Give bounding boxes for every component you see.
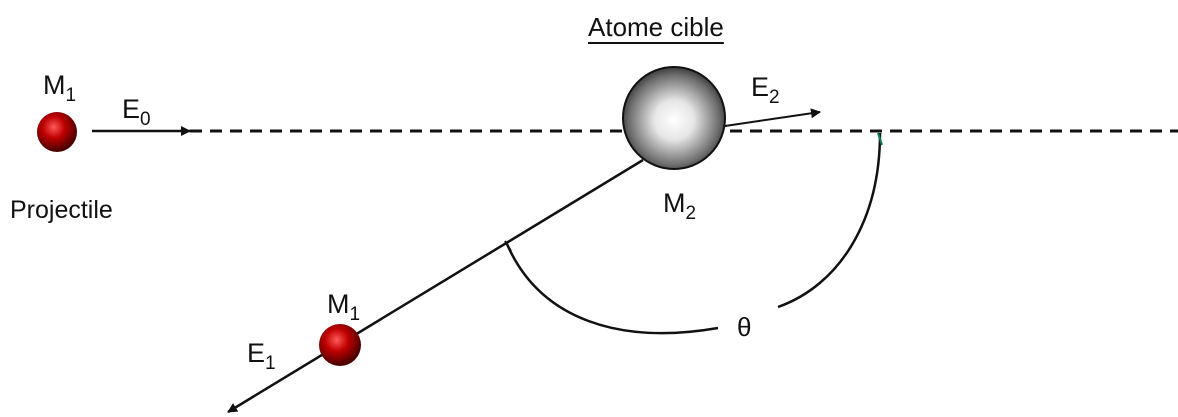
m2-label-sub: 2 [685,203,697,224]
theta-angle-arc [505,243,719,335]
projectile-ball [37,112,77,152]
m1-scattered-label-sub: 1 [349,304,361,325]
e0-label-sub: 0 [140,109,151,130]
e1-label-base: E [247,338,266,368]
m1-scattered-label: M1 [327,289,361,325]
e1-label-sub: 1 [265,353,276,374]
m1-start-label-sub: 1 [65,85,77,106]
theta-angle-arc-right [777,132,882,309]
target-atom-title: Atome cible [588,12,724,42]
m2-label: M2 [663,188,697,224]
target-atom-ball [622,66,726,170]
scattered-trajectory-arrow [227,158,644,414]
m1-start-label-base: M [43,70,66,100]
e1-label: E1 [247,338,276,374]
e2-label-base: E [751,72,770,102]
theta-arc-tick-left [504,240,512,252]
m2-label-base: M [663,188,686,218]
e2-label-sub: 2 [769,87,780,108]
e0-label: E0 [122,94,151,130]
m1-scattered-label-base: M [327,289,350,319]
scattered-projectile-ball [319,324,361,366]
theta-label: θ [737,312,752,342]
projectile-label: Projectile [10,196,113,224]
e0-label-base: E [122,94,141,124]
theta-arc-tick-right [877,132,883,146]
m1-start-label: M1 [43,70,77,106]
e2-label: E2 [751,72,780,108]
e2-arrow [724,108,821,127]
